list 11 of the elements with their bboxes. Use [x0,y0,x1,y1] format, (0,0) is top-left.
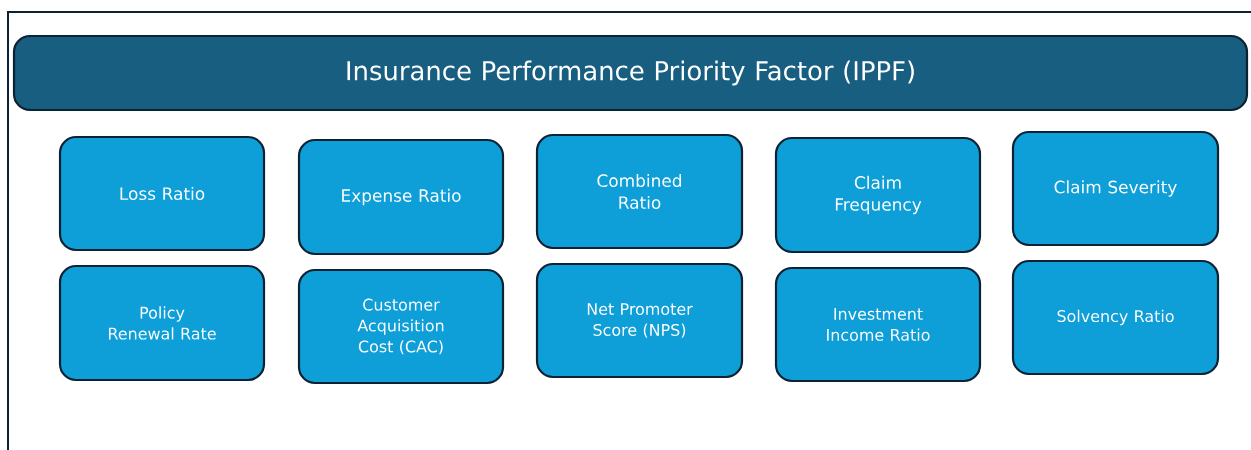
metric-box: Investment Income Ratio [774,266,982,383]
metric-box: Claim Frequency [774,136,982,254]
metric-box: Combined Ratio [535,133,744,250]
metric-box: Claim Severity [1011,130,1220,247]
metric-box: Solvency Ratio [1011,259,1220,376]
metric-box: Expense Ratio [297,138,505,256]
metric-box: Net Promoter Score (NPS) [535,262,744,379]
metric-box: Policy Renewal Rate [58,264,266,382]
metric-box: Loss Ratio [58,135,266,252]
title-banner: Insurance Performance Priority Factor (IPPF) [12,34,1249,112]
metric-box: Customer Acquisition Cost (CAC) [297,268,505,385]
